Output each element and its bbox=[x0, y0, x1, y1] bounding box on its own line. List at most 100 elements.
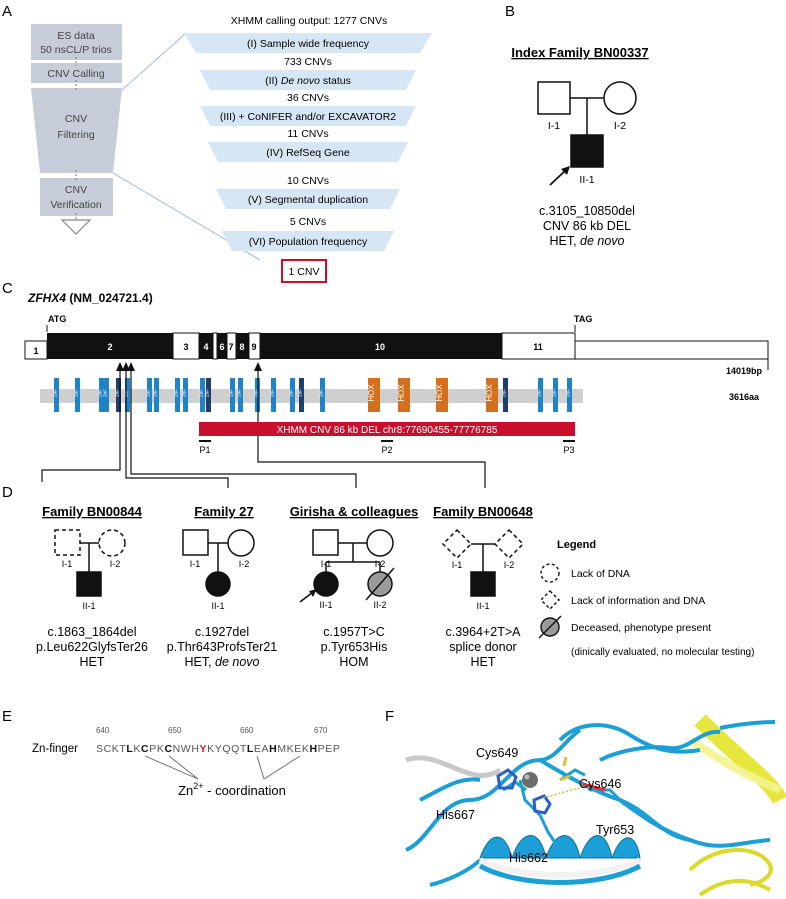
residue-cys646: Cys646 bbox=[579, 777, 621, 791]
panel-label-a: A bbox=[2, 3, 12, 20]
znf-domain bbox=[183, 378, 188, 412]
residue-his662: His662 bbox=[509, 851, 548, 865]
znf-domain bbox=[116, 378, 121, 412]
length-aa: 3616aa bbox=[729, 392, 760, 402]
pedigree-bn00844-label-2: I-2 bbox=[110, 559, 121, 569]
sequence-segment: PEP bbox=[318, 743, 341, 755]
variant-girisha-2: p.Tyr653His bbox=[321, 640, 388, 654]
znf-domain bbox=[206, 378, 211, 412]
znf-domain-label: ZnF bbox=[153, 389, 158, 397]
legend-clinically-evaluated: (dinically evaluated, no molecular testi… bbox=[571, 647, 754, 658]
legend-title: Legend bbox=[557, 539, 596, 551]
filter-step-1: (I) Sample wide frequency bbox=[247, 38, 370, 50]
family-bn00844-title: Family BN00844 bbox=[42, 504, 142, 519]
variant-arrowheads bbox=[116, 362, 262, 371]
index-status: HET, de novo bbox=[549, 234, 624, 248]
family-bn00648-title: Family BN00648 bbox=[433, 504, 533, 519]
result-step-3: 11 CNVs bbox=[287, 128, 328, 140]
primer-p2: P2 bbox=[381, 445, 392, 455]
pedigree-bn00648 bbox=[441, 528, 525, 597]
znf-domain bbox=[147, 378, 152, 412]
panel-label-f: F bbox=[385, 708, 394, 725]
pedigree-girisha-label-4: II-2 bbox=[373, 600, 386, 610]
variant-bn00648-1: c.3964+2T>A bbox=[445, 625, 521, 639]
pedigree-family-27-label-1: I-1 bbox=[190, 559, 201, 569]
result-step-1: 733 CNVs bbox=[284, 56, 332, 68]
pedigree-index bbox=[537, 81, 637, 168]
pedigree-bn00648-label-3: II-1 bbox=[476, 601, 489, 611]
znf-domain bbox=[99, 378, 104, 412]
znf-domain bbox=[567, 378, 572, 412]
znf-domain bbox=[200, 378, 205, 412]
final-cnv-label: 1 CNV bbox=[289, 266, 320, 278]
filter-steps bbox=[184, 33, 432, 251]
znf-domain-label: ZnF bbox=[289, 389, 294, 397]
znf-domain-label: ZnF bbox=[319, 389, 324, 397]
result-step-5: 5 CNVs bbox=[290, 216, 326, 228]
znf-domain bbox=[175, 378, 180, 412]
length-bp: 14019bp bbox=[726, 366, 763, 376]
pedigree-family-27-label-2: I-2 bbox=[239, 559, 250, 569]
znf-domain-label: ZnF bbox=[115, 389, 120, 397]
residue-tyr653: Tyr653 bbox=[596, 823, 634, 837]
sequence-segment: KYQQT bbox=[207, 743, 247, 755]
znf-domain bbox=[238, 378, 243, 412]
variant-bn00844-3: HET bbox=[80, 655, 105, 669]
legend-lack-info-dna: Lack of information and DNA bbox=[571, 595, 705, 607]
znf-domain-label: ZnF bbox=[552, 389, 557, 397]
exon-9: 9 bbox=[251, 342, 256, 352]
znf-domain bbox=[104, 378, 109, 412]
pedigree-b-label-2: I-2 bbox=[614, 120, 626, 132]
final-cnv-box bbox=[281, 259, 327, 283]
znf-domain-label: ZnF bbox=[298, 389, 303, 397]
hox-domain-label: HOX bbox=[367, 384, 376, 402]
variant-bn00648-3: HET bbox=[471, 655, 496, 669]
znf-domain bbox=[230, 378, 235, 412]
zinc-finger-label: Zn-finger bbox=[32, 743, 78, 755]
znf-domain-label: ZnF bbox=[103, 389, 108, 397]
znf-domain-label: ZnF bbox=[566, 389, 571, 397]
znf-domain-label: ZnF bbox=[537, 389, 542, 397]
exon-1: 1 bbox=[33, 346, 38, 356]
residue-his667: His667 bbox=[436, 808, 475, 822]
box-trios: 50 nsCL/P trios bbox=[40, 44, 112, 56]
znf-domain bbox=[299, 378, 304, 412]
position-650: 650 bbox=[168, 726, 182, 735]
exon-8: 8 bbox=[239, 342, 244, 352]
xhmm-output-header: XHMM calling output: 1277 CNVs bbox=[231, 15, 387, 27]
tag-label: TAG bbox=[574, 314, 592, 324]
hox-domain bbox=[368, 378, 380, 412]
pedigree-bn00844-label-3: II-1 bbox=[82, 601, 95, 611]
znf-domain-label: ZnF bbox=[237, 389, 242, 397]
pedigree-bn00648-label-1: I-1 bbox=[452, 560, 463, 570]
position-640: 640 bbox=[96, 726, 110, 735]
box-es-data: ES data bbox=[57, 30, 95, 42]
znf-domain bbox=[290, 378, 295, 412]
atg-label: ATG bbox=[48, 314, 66, 324]
filter-step-3: (III) + CoNIFER and/or EXCAVATOR2 bbox=[220, 111, 396, 123]
pipeline-funnel bbox=[31, 24, 122, 235]
hox-domain-label: HOX bbox=[435, 384, 444, 402]
znf-domain bbox=[54, 378, 59, 412]
znf-domain-label: ZnF bbox=[98, 389, 103, 397]
znf-domain bbox=[154, 378, 159, 412]
box-cnv-verification-2: Verification bbox=[50, 199, 102, 211]
gene-structure bbox=[24, 332, 769, 370]
family-27-title: Family 27 bbox=[194, 504, 253, 519]
legend-deceased: Deceased, phenotype present bbox=[571, 622, 711, 634]
pedigree-b-label-1: I-1 bbox=[548, 120, 560, 132]
filter-step-4: (IV) RefSeq Gene bbox=[266, 147, 350, 159]
zinc-coordination-label: Zn2+ - coordination bbox=[178, 781, 286, 798]
girisha-proband-arrow bbox=[299, 589, 317, 603]
sequence-segment: NWH bbox=[173, 743, 200, 755]
variant-girisha-3: HOM bbox=[339, 655, 368, 669]
znf-domain-label: ZnF bbox=[270, 389, 275, 397]
gene-title: ZFHX4 (NM_024721.4) bbox=[27, 291, 153, 305]
girisha-title: Girisha & colleagues bbox=[290, 504, 419, 519]
znf-domain bbox=[553, 378, 558, 412]
cnv-deletion-bar bbox=[199, 422, 575, 436]
znf-domain-label: ZnF bbox=[502, 389, 507, 397]
znf-domain-label: ZnF bbox=[205, 389, 210, 397]
pedigree-b-label-3: II-1 bbox=[579, 174, 594, 186]
